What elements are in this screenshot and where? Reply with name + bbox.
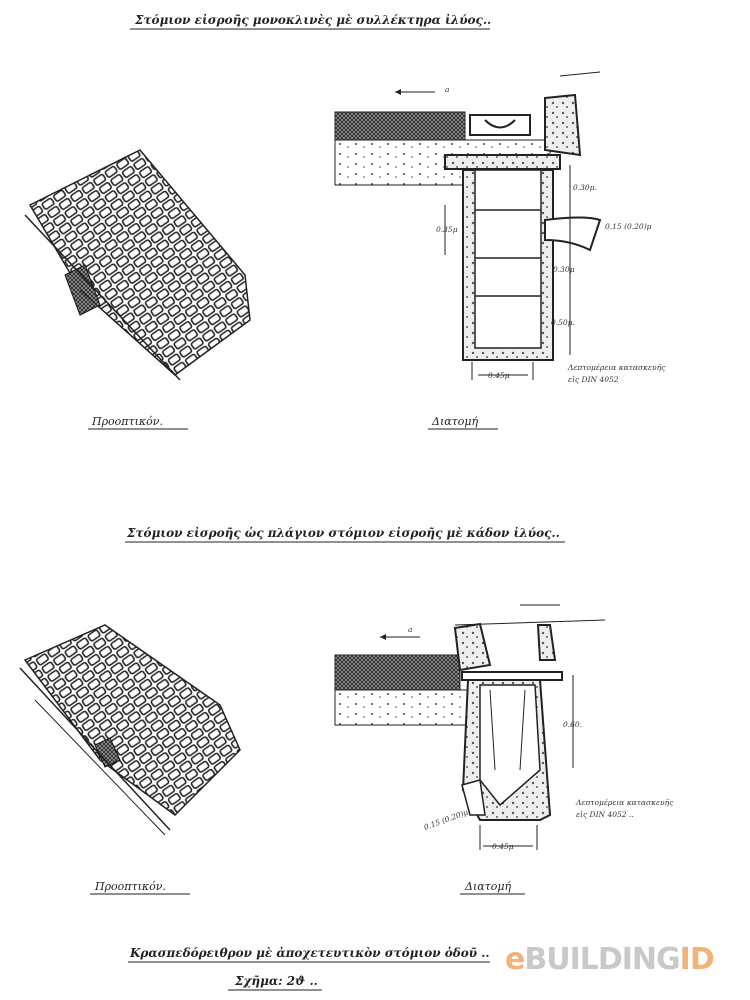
svg-text:εἰς DIN 4052 ..: εἰς DIN 4052 .. xyxy=(576,810,634,819)
sheet-bottom-title: Κρασπεδόρειθρον μὲ ἀποχετευτικὸν στόμιον… xyxy=(128,946,490,963)
top-section-label: Διατομή xyxy=(428,415,498,430)
svg-text:Προοπτικόν.: Προοπτικόν. xyxy=(91,415,163,428)
middle-title: Στόμιον εἰσροῆς ὡς πλάγιον στόμιον εἰσρο… xyxy=(125,525,565,543)
svg-text:a: a xyxy=(408,625,412,634)
watermark-main: BUILDING xyxy=(524,942,680,977)
top-perspective-label: Προοπτικόν. xyxy=(88,415,188,430)
svg-text:Λεπτομέρεια κατασκευῆς: Λεπτομέρεια κατασκευῆς xyxy=(575,798,674,807)
svg-text:0.30μ.: 0.30μ. xyxy=(573,183,597,192)
svg-text:Στόμιον εἰσροῆς μονοκλινὲς μὲ: Στόμιον εἰσροῆς μονοκλινὲς μὲ συλλέκτηρα… xyxy=(134,12,491,27)
bottom-section-drawing: a xyxy=(334,604,606,850)
watermark-suffix: ID xyxy=(679,942,715,977)
svg-text:0.45μ: 0.45μ xyxy=(488,371,510,380)
svg-text:Σχῆμα: 2ϑ ..: Σχῆμα: 2ϑ .. xyxy=(234,974,318,988)
bottom-perspective-drawing xyxy=(19,624,241,836)
svg-text:0.50μ.: 0.50μ. xyxy=(551,318,575,327)
bottom-section-label: Διατομή xyxy=(460,880,525,895)
bottom-perspective-label: Προοπτικόν. xyxy=(90,880,190,895)
svg-text:εἰς DIN 4052: εἰς DIN 4052 xyxy=(568,375,619,384)
svg-text:Προοπτικόν.: Προοπτικόν. xyxy=(94,880,166,893)
top-section-drawing: a xyxy=(334,71,602,380)
svg-text:0.45μ: 0.45μ xyxy=(492,842,514,851)
svg-text:Στόμιον εἰσροῆς ὡς πλάγιον στό: Στόμιον εἰσροῆς ὡς πλάγιον στόμιον εἰσρο… xyxy=(126,525,560,540)
svg-text:0.15 (0.20)μ: 0.15 (0.20)μ xyxy=(423,807,470,831)
watermark-logo: eBUILDINGID xyxy=(505,935,745,985)
svg-text:0.35μ: 0.35μ xyxy=(436,225,458,234)
svg-text:0.60.: 0.60. xyxy=(563,720,582,729)
svg-text:0.30μ: 0.30μ xyxy=(553,265,575,274)
svg-text:Διατομή: Διατομή xyxy=(464,880,512,893)
top-perspective-drawing xyxy=(24,149,251,381)
svg-text:Λεπτομέρεια κατασκευῆς: Λεπτομέρεια κατασκευῆς xyxy=(567,363,666,372)
svg-text:a: a xyxy=(445,85,449,94)
figure-number: Σχῆμα: 2ϑ .. xyxy=(228,974,322,991)
top-section-dimensions: 0.30μ. 0.35μ 0.15 (0.20)μ 0.30μ 0.50μ. 0… xyxy=(436,183,666,384)
top-title: Στόμιον εἰσροῆς μονοκλινὲς μὲ συλλέκτηρα… xyxy=(130,12,491,30)
svg-text:0.15 (0.20)μ: 0.15 (0.20)μ xyxy=(605,222,652,231)
svg-text:Διατομή: Διατομή xyxy=(431,415,479,428)
watermark-prefix: e xyxy=(505,942,525,977)
svg-text:Κρασπεδόρειθρον μὲ ἀποχετευτικ: Κρασπεδόρειθρον μὲ ἀποχετευτικὸν στόμιον… xyxy=(129,946,490,960)
